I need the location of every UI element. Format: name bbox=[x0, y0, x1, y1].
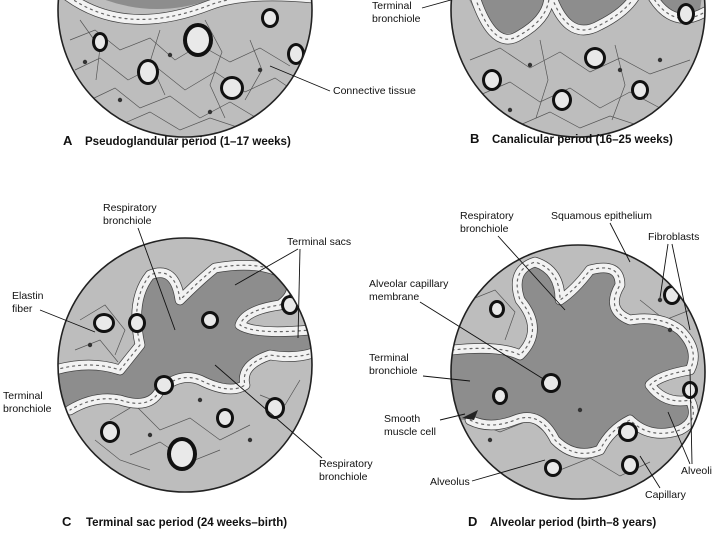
panel-c-label-elastin-fiber-2: fiber bbox=[12, 303, 33, 315]
panel-d-alveoli-leader-1 bbox=[667, 411, 691, 465]
panel-b-caption: Canalicular period (16–25 weeks) bbox=[492, 134, 673, 146]
panel-d-section-outline bbox=[450, 244, 706, 500]
panel-c-terminal-sacs-leader-1 bbox=[234, 248, 299, 286]
panel-b-label-terminal-bronchiole-2: bronchiole bbox=[372, 13, 421, 25]
panel-c-label-terminal-bronchiole-1: Terminal bbox=[3, 390, 43, 402]
panel-d-smooth-muscle-cell-leader bbox=[439, 413, 466, 421]
panel-b-tissue-section bbox=[451, 0, 705, 137]
panel-d-capillary-leader bbox=[639, 455, 661, 489]
panel-d-label-smooth-muscle-cell-1: Smooth bbox=[384, 413, 420, 425]
panel-c-elastin-fiber-leader bbox=[39, 309, 96, 333]
panel-c-label-elastin-fiber-1: Elastin bbox=[12, 290, 44, 302]
panel-d-caption: Alveolar period (birth–8 years) bbox=[490, 517, 656, 529]
panel-b-letter: B bbox=[470, 131, 479, 146]
panel-d-tissue-section bbox=[451, 245, 705, 499]
panel-a-connective-tissue-leader bbox=[269, 65, 331, 92]
panel-c-label-terminal-sacs: Terminal sacs bbox=[287, 236, 351, 248]
panel-c-tissue-section bbox=[58, 238, 312, 492]
panel-b-section-outline bbox=[450, 0, 706, 138]
panel-d-label-smooth-muscle-cell-2: muscle cell bbox=[384, 426, 436, 438]
panel-c-label-terminal-bronchiole-2: bronchiole bbox=[3, 403, 52, 415]
panel-d-alveolar-capillary-membrane-leader bbox=[419, 301, 546, 381]
panel-d-alveolus-leader bbox=[471, 459, 546, 482]
panel-d-label-alveolus: Alveolus bbox=[430, 476, 470, 488]
panel-c-fibroblasts bbox=[87, 342, 253, 443]
panel-d-letter: D bbox=[468, 514, 477, 529]
panel-d-respiratory-bronchiole-leader bbox=[497, 235, 566, 311]
panel-a-section-outline bbox=[57, 0, 313, 138]
panel-d-label-fibroblasts: Fibroblasts bbox=[648, 231, 699, 243]
panel-d-label-respiratory-bronchiole-1: Respiratory bbox=[460, 210, 514, 222]
panel-c-section-outline bbox=[57, 237, 313, 493]
panel-d-label-alveoli: Alveoli bbox=[681, 465, 712, 477]
panel-d-label-capillary: Capillary bbox=[645, 489, 687, 501]
panel-d-label-alveolar-capillary-membrane-2: membrane bbox=[369, 291, 419, 303]
panel-d-label-terminal-bronchiole-2: bronchiole bbox=[369, 365, 418, 377]
panel-a-fibroblasts bbox=[82, 52, 263, 115]
panel-c-label-respiratory-bronchiole-top-1: Respiratory bbox=[103, 202, 157, 214]
panel-c-connective-fibers bbox=[74, 269, 301, 471]
panel-a-cells bbox=[92, 8, 305, 100]
panel-c-letter: C bbox=[62, 514, 72, 529]
panel-d-fibroblasts-leader-1 bbox=[659, 243, 669, 299]
panel-c-terminal-sacs-leader-2 bbox=[297, 248, 301, 339]
panel-c-respiratory-bronchiole-top-leader bbox=[137, 227, 176, 331]
panel-d-fibroblasts bbox=[487, 297, 673, 443]
panel-d-label-terminal-bronchiole-1: Terminal bbox=[369, 352, 409, 364]
panel-c-label-respiratory-bronchiole-bottom-1: Respiratory bbox=[319, 458, 373, 470]
panel-a-letter: A bbox=[63, 133, 73, 148]
panel-b-cells bbox=[482, 3, 695, 111]
panel-a-caption: Pseudoglandular period (1–17 weeks) bbox=[85, 136, 291, 148]
panel-b-label-terminal-bronchiole-1: Terminal bbox=[372, 0, 412, 12]
panel-d-squamous-epithelium-leader bbox=[609, 222, 631, 263]
panel-a-tissue-section bbox=[58, 0, 312, 137]
panel-d-smooth-muscle-cell bbox=[462, 410, 478, 420]
panel-c-label-respiratory-bronchiole-bottom-2: bronchiole bbox=[319, 471, 368, 483]
panel-c-terminal-sac: Respiratory bronchiole Terminal sacs Ela… bbox=[3, 202, 373, 529]
panel-b-fibroblasts bbox=[507, 57, 663, 113]
panel-d-fibroblasts-leader-2 bbox=[671, 243, 691, 331]
panel-d-label-respiratory-bronchiole-2: bronchiole bbox=[460, 223, 509, 235]
panel-d-alveolar: Respiratory bronchiole Squamous epitheli… bbox=[369, 210, 712, 529]
panel-b-canalicular: Terminal bronchiole B Canalicular period… bbox=[372, 0, 706, 146]
panel-b-terminal-bronchiole-leader bbox=[421, 0, 453, 9]
panel-d-terminal-bronchiole-leader bbox=[422, 375, 471, 382]
panel-d-label-alveolar-capillary-membrane-1: Alveolar capillary bbox=[369, 278, 449, 290]
panel-d-label-squamous-epithelium: Squamous epithelium bbox=[551, 210, 652, 222]
panel-b-connective-fibers bbox=[469, 39, 691, 129]
panel-c-label-respiratory-bronchiole-top-2: bronchiole bbox=[103, 215, 152, 227]
panel-c-respiratory-bronchiole-bottom-leader bbox=[214, 364, 323, 459]
panel-a-pseudoglandular: Connective tissue A Pseudoglandular peri… bbox=[57, 0, 416, 148]
panel-c-caption: Terminal sac period (24 weeks–birth) bbox=[86, 517, 287, 529]
panel-c-cells bbox=[93, 295, 299, 471]
panel-d-alveoli-leader-2 bbox=[689, 369, 693, 465]
panel-a-label-connective-tissue: Connective tissue bbox=[333, 85, 416, 97]
